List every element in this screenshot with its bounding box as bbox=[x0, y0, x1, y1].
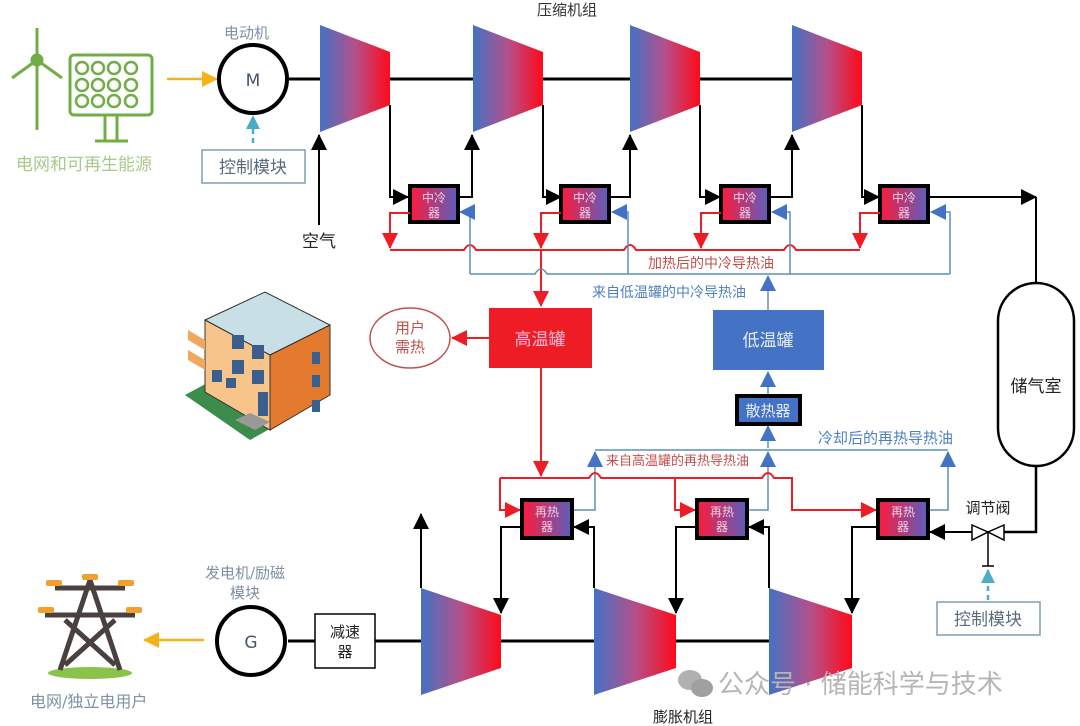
compressor-2 bbox=[473, 25, 543, 132]
compressor-group-label: 压缩机组 bbox=[537, 1, 597, 19]
radiator-label: 散热器 bbox=[745, 402, 790, 420]
control-module-top-label: 控制模块 bbox=[219, 158, 287, 178]
gearbox-label-2: 器 bbox=[337, 643, 352, 661]
control-module-top bbox=[201, 149, 306, 184]
wechat-icon bbox=[678, 670, 713, 697]
svg-text:再热: 再热 bbox=[535, 505, 559, 519]
compressor-4 bbox=[792, 25, 862, 132]
cold-oil-lines bbox=[459, 204, 951, 275]
grid-users-label: 电网/独立电用户 bbox=[30, 692, 147, 711]
regulating-valve-label: 调节阀 bbox=[965, 499, 1010, 517]
reheater-3: 再热 器 bbox=[876, 498, 930, 540]
motor-title: 电动机 bbox=[224, 24, 269, 42]
wind-turbine-icon bbox=[11, 28, 63, 130]
expander-1 bbox=[421, 588, 501, 695]
low-temp-tank bbox=[713, 310, 824, 370]
intercooler-2: 中冷 器 bbox=[559, 184, 611, 224]
low-temp-tank-label: 低温罐 bbox=[743, 331, 794, 351]
control-module-bottom-label: 控制模块 bbox=[954, 610, 1022, 630]
power-source-label: 电网和可再生能源 bbox=[16, 155, 152, 175]
compressor-3 bbox=[630, 25, 700, 132]
user-heat-demand bbox=[369, 307, 451, 369]
svg-text:器: 器 bbox=[897, 520, 909, 534]
air-flow-lines bbox=[389, 105, 1037, 283]
generator-title-2: 模块 bbox=[230, 584, 260, 602]
building-icon bbox=[185, 291, 332, 440]
radiator bbox=[735, 394, 802, 426]
reheater-1: 再热 器 bbox=[520, 498, 574, 540]
reheat-return-oil-lines bbox=[574, 449, 956, 511]
control-module-bottom bbox=[936, 601, 1041, 636]
expander-2 bbox=[594, 588, 676, 695]
regulating-valve-icon[interactable] bbox=[971, 523, 1005, 567]
compressor-1 bbox=[320, 25, 390, 132]
storage-outlet-line bbox=[1003, 466, 1038, 534]
svg-text:再热: 再热 bbox=[891, 505, 915, 519]
intercooler-4: 中冷 器 bbox=[878, 184, 930, 224]
reheat-supply-oil-lines bbox=[499, 472, 877, 518]
low-tank-oil-label: 来自低温罐的中冷导热油 bbox=[592, 285, 746, 301]
power-pylon-icon bbox=[38, 574, 142, 679]
svg-text:中冷: 中冷 bbox=[573, 190, 597, 205]
air-storage-label: 储气室 bbox=[1011, 377, 1062, 397]
cooled-reheat-oil-label: 冷却后的再热导热油 bbox=[818, 429, 953, 447]
expander-air-lines bbox=[413, 513, 972, 614]
svg-text:再热: 再热 bbox=[710, 505, 734, 519]
intercooler-3: 中冷 器 bbox=[719, 184, 771, 224]
user-heat-label-1: 用户 bbox=[395, 319, 425, 337]
svg-text:器: 器 bbox=[898, 206, 910, 220]
svg-text:中冷: 中冷 bbox=[733, 190, 757, 205]
expander-3 bbox=[769, 588, 852, 695]
svg-text:中冷: 中冷 bbox=[892, 190, 916, 205]
air-inlet-label: 空气 bbox=[302, 232, 336, 252]
high-temp-tank-label: 高温罐 bbox=[515, 330, 566, 350]
generator-title-1: 发电机/励磁 bbox=[205, 564, 285, 582]
svg-text:器: 器 bbox=[716, 520, 728, 534]
motor-symbol: M bbox=[246, 71, 261, 91]
gearbox bbox=[314, 613, 376, 669]
user-heat-label-2: 需热 bbox=[395, 338, 425, 356]
intercooler-1: 中冷 器 bbox=[408, 184, 460, 224]
watermark-text: 公众号 · 储能科学与技术 bbox=[718, 670, 1003, 700]
gearbox-label-1: 减速 bbox=[330, 623, 360, 641]
svg-text:器: 器 bbox=[579, 206, 591, 220]
svg-text:器: 器 bbox=[739, 206, 751, 220]
expander-group-label: 膨胀机组 bbox=[653, 708, 713, 726]
svg-text:器: 器 bbox=[428, 206, 440, 220]
heated-oil-label: 加热后的中冷导热油 bbox=[648, 256, 774, 272]
generator-symbol: G bbox=[244, 633, 257, 653]
solar-panel-icon bbox=[68, 53, 154, 143]
reheater-2: 再热 器 bbox=[695, 498, 749, 540]
high-temp-tank bbox=[489, 308, 592, 368]
generator-icon bbox=[215, 605, 287, 677]
high-tank-reheat-oil-label: 来自高温罐的再热导热油 bbox=[606, 453, 749, 469]
svg-text:器: 器 bbox=[541, 520, 553, 534]
svg-text:中冷: 中冷 bbox=[422, 190, 446, 205]
air-storage-chamber bbox=[996, 281, 1076, 468]
